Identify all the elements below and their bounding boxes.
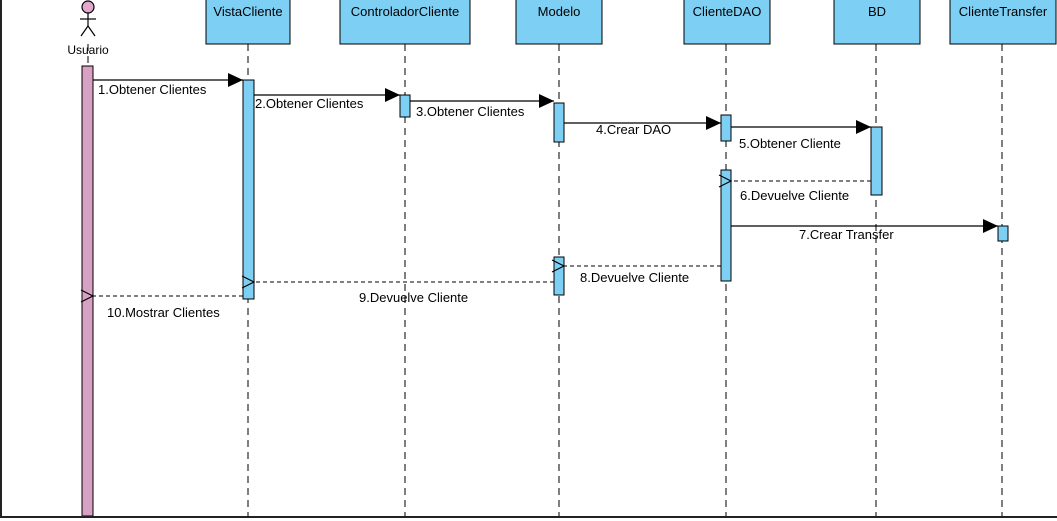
header-bd-label: BD bbox=[868, 4, 886, 19]
activations bbox=[242, 79, 1009, 300]
actor-label: Usuario bbox=[67, 43, 109, 57]
message-4-label: 4.Crear DAO bbox=[596, 122, 671, 137]
message-2-label: 2.Obtener Clientes bbox=[255, 96, 364, 111]
header-bd[interactable]: BD bbox=[833, 0, 921, 45]
message-10[interactable]: 10.Mostrar Clientes bbox=[93, 296, 243, 320]
message-9[interactable]: 9.Devuelve Cliente bbox=[254, 282, 554, 305]
activation-vista bbox=[242, 79, 255, 300]
message-9-label: 9.Devuelve Cliente bbox=[359, 290, 468, 305]
message-2[interactable]: 2.Obtener Clientes bbox=[254, 88, 400, 111]
header-dao-label: ClienteDAO bbox=[693, 4, 762, 19]
actor-icon bbox=[80, 0, 96, 37]
activation-bd bbox=[870, 126, 883, 196]
activation-dao-1 bbox=[720, 114, 732, 142]
header-dao[interactable]: ClienteDAO bbox=[683, 0, 771, 45]
message-7[interactable]: 7.Crear Transfer bbox=[731, 219, 998, 242]
actor-activation bbox=[81, 65, 94, 517]
message-6[interactable]: 6.Devuelve Cliente bbox=[731, 181, 871, 203]
message-5-label: 5.Obtener Cliente bbox=[739, 136, 841, 151]
message-4[interactable]: 4.Crear DAO bbox=[564, 116, 721, 137]
header-modelo[interactable]: Modelo bbox=[515, 0, 603, 45]
activation-transfer bbox=[997, 225, 1009, 242]
header-vista[interactable]: VistaCliente bbox=[205, 0, 291, 45]
message-10-label: 10.Mostrar Clientes bbox=[107, 305, 220, 320]
activation-dao-2 bbox=[720, 169, 732, 282]
messages: 1.Obtener Clientes 2.Obtener Clientes 3.… bbox=[93, 73, 998, 320]
message-7-label: 7.Crear Transfer bbox=[799, 227, 894, 242]
header-controlador[interactable]: ControladorCliente bbox=[339, 0, 471, 45]
message-3-label: 3.Obtener Clientes bbox=[416, 104, 525, 119]
header-modelo-label: Modelo bbox=[538, 4, 581, 19]
message-8-label: 8.Devuelve Cliente bbox=[580, 270, 689, 285]
message-8[interactable]: 8.Devuelve Cliente bbox=[564, 266, 721, 285]
message-3[interactable]: 3.Obtener Clientes bbox=[410, 94, 554, 119]
header-transfer-label: ClienteTransfer bbox=[959, 4, 1048, 19]
lifeline-headers: VistaCliente ControladorCliente Modelo C… bbox=[205, 0, 1057, 45]
message-5[interactable]: 5.Obtener Cliente bbox=[731, 120, 871, 151]
activation-modelo-1 bbox=[553, 102, 565, 143]
message-6-label: 6.Devuelve Cliente bbox=[740, 188, 849, 203]
header-transfer[interactable]: ClienteTransfer bbox=[949, 0, 1057, 45]
activation-modelo-2 bbox=[553, 256, 565, 296]
message-1-label: 1.Obtener Clientes bbox=[98, 82, 207, 97]
activation-controlador bbox=[399, 94, 411, 118]
message-1[interactable]: 1.Obtener Clientes bbox=[93, 73, 243, 97]
header-vista-label: VistaCliente bbox=[213, 4, 282, 19]
actor-usuario[interactable]: Usuario bbox=[67, 0, 109, 517]
header-controlador-label: ControladorCliente bbox=[351, 4, 459, 19]
